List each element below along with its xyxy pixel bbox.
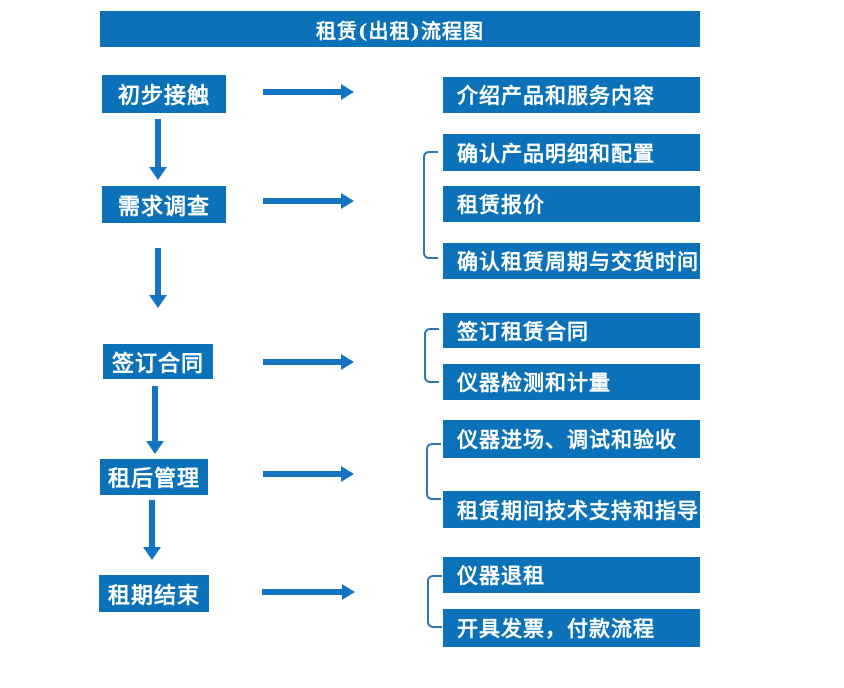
down-arrow-icon <box>146 386 164 454</box>
arrow-head <box>149 167 167 180</box>
down-arrow-icon <box>143 500 161 560</box>
step-box-sign-contract: 签订合同 <box>103 344 213 379</box>
flowchart-title: 租赁(出租)流程图 <box>100 11 700 47</box>
step-box-post-rental-management: 租后管理 <box>100 459 208 495</box>
arrow-head <box>341 84 354 100</box>
left-bracket-icon <box>423 151 438 259</box>
step-box-initial-contact: 初步接触 <box>102 75 226 113</box>
arrow-shaft <box>263 471 343 477</box>
detail-box-confirm-rental-period: 确认租赁周期与交货时间 <box>443 243 700 279</box>
detail-box-instrument-testing: 仪器检测和计量 <box>443 364 700 400</box>
left-bracket-icon <box>424 328 439 383</box>
arrow-head <box>143 547 161 560</box>
arrow-head <box>342 584 355 600</box>
detail-box-invoice-payment: 开具发票，付款流程 <box>443 609 700 647</box>
right-arrow-icon <box>263 354 354 370</box>
detail-box-confirm-product-details: 确认产品明细和配置 <box>443 134 700 171</box>
detail-box-introduce-products: 介绍产品和服务内容 <box>443 77 700 113</box>
arrow-head <box>341 354 354 370</box>
right-arrow-icon <box>262 584 355 600</box>
left-bracket-icon <box>427 575 442 628</box>
detail-box-rental-quotation: 租赁报价 <box>443 186 700 222</box>
arrow-shaft <box>263 359 343 365</box>
detail-box-sign-rental-contract: 签订租赁合同 <box>443 313 700 348</box>
right-arrow-icon <box>263 84 354 100</box>
detail-box-instrument-return: 仪器退租 <box>443 557 700 593</box>
detail-box-instrument-setup-acceptance: 仪器进场、调试和验收 <box>443 420 700 458</box>
left-bracket-icon <box>426 443 441 500</box>
arrow-shaft <box>263 198 343 204</box>
detail-box-technical-support: 租赁期间技术支持和指导 <box>443 491 700 528</box>
down-arrow-icon <box>149 119 167 180</box>
arrow-shaft <box>262 589 344 595</box>
arrow-shaft <box>152 386 158 443</box>
right-arrow-icon <box>263 193 354 209</box>
step-box-rental-end: 租期结束 <box>99 575 209 612</box>
down-arrow-icon <box>149 248 167 308</box>
arrow-head <box>149 295 167 308</box>
right-arrow-icon <box>263 466 354 482</box>
arrow-shaft <box>155 119 161 169</box>
arrow-head <box>341 193 354 209</box>
arrow-shaft <box>155 248 161 297</box>
arrow-head <box>146 441 164 454</box>
arrow-head <box>341 466 354 482</box>
arrow-shaft <box>263 89 343 95</box>
step-box-demand-survey: 需求调查 <box>102 186 226 223</box>
arrow-shaft <box>149 500 155 549</box>
